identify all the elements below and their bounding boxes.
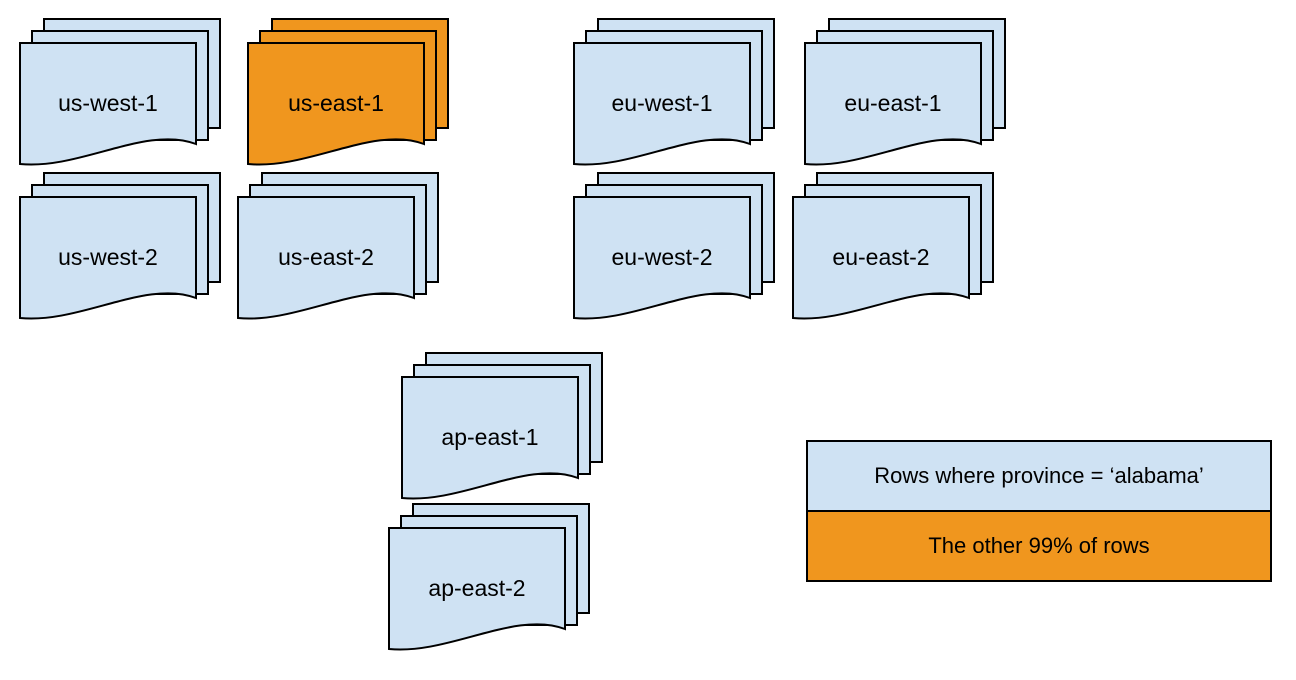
doc-stack-us-west-1: us-west-1 bbox=[18, 18, 222, 168]
doc-stack-ap-east-2: ap-east-2 bbox=[387, 503, 591, 653]
document-sheet-front bbox=[573, 42, 751, 166]
document-sheet-front bbox=[388, 527, 566, 651]
stack-label: ap-east-2 bbox=[428, 575, 526, 601]
legend-item-other-rows: The other 99% of rows bbox=[808, 510, 1270, 580]
document-stack-icon bbox=[573, 18, 775, 166]
doc-stack-eu-west-1: eu-west-1 bbox=[572, 18, 776, 168]
legend-item-alabama-rows: Rows where province = ‘alabama’ bbox=[808, 442, 1270, 510]
document-sheet-front bbox=[573, 196, 751, 320]
document-stack-icon bbox=[247, 18, 449, 166]
document-stack-icon bbox=[792, 172, 994, 320]
document-stack-icon bbox=[804, 18, 1006, 166]
doc-stack-eu-east-1: eu-east-1 bbox=[803, 18, 1007, 168]
document-stack-icon bbox=[388, 503, 590, 651]
stack-label: us-east-2 bbox=[278, 244, 374, 270]
stack-label: ap-east-1 bbox=[441, 424, 539, 450]
document-sheet-front bbox=[19, 42, 197, 166]
stack-label: us-east-1 bbox=[288, 90, 384, 116]
stack-label: us-west-1 bbox=[58, 90, 158, 116]
stack-label: eu-east-1 bbox=[844, 90, 942, 116]
stack-label: eu-west-2 bbox=[611, 244, 713, 270]
doc-stack-eu-east-2: eu-east-2 bbox=[791, 172, 995, 322]
document-sheet-front bbox=[247, 42, 425, 166]
legend-label: Rows where province = ‘alabama’ bbox=[874, 463, 1204, 488]
document-stack-icon bbox=[19, 18, 221, 166]
doc-stack-ap-east-1: ap-east-1 bbox=[400, 352, 604, 502]
doc-stack-us-east-1: us-east-1 bbox=[246, 18, 450, 168]
legend: Rows where province = ‘alabama’ The othe… bbox=[806, 440, 1272, 582]
document-sheet-front bbox=[401, 376, 579, 500]
document-sheet-front bbox=[792, 196, 970, 320]
legend-label: The other 99% of rows bbox=[928, 533, 1150, 558]
document-sheet-front bbox=[237, 196, 415, 320]
document-stack-icon bbox=[19, 172, 221, 320]
stack-label: us-west-2 bbox=[58, 244, 158, 270]
doc-stack-us-east-2: us-east-2 bbox=[236, 172, 440, 322]
stack-label: eu-east-2 bbox=[832, 244, 930, 270]
document-sheet-front bbox=[804, 42, 982, 166]
document-stack-icon bbox=[237, 172, 439, 320]
document-stack-icon bbox=[401, 352, 603, 500]
stack-label: eu-west-1 bbox=[611, 90, 713, 116]
document-stack-icon bbox=[573, 172, 775, 320]
doc-stack-us-west-2: us-west-2 bbox=[18, 172, 222, 322]
doc-stack-eu-west-2: eu-west-2 bbox=[572, 172, 776, 322]
document-sheet-front bbox=[19, 196, 197, 320]
